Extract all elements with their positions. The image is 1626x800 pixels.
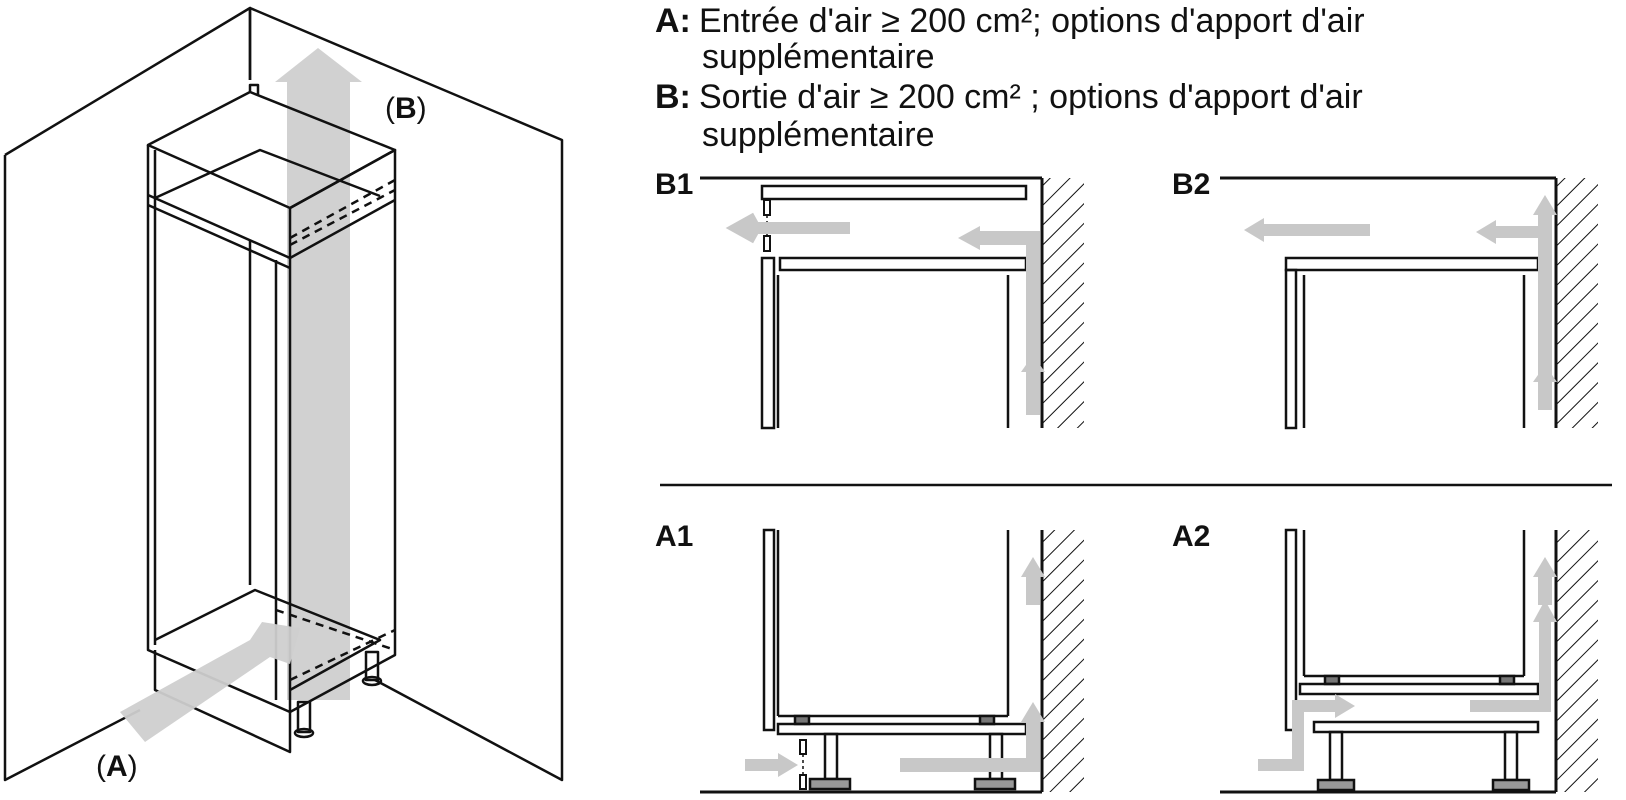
panel-a2-drawing	[1220, 528, 1598, 794]
panel-label-b2: B2	[1172, 168, 1211, 201]
callout-a-open: (	[96, 750, 106, 783]
base-board-a2	[1312, 720, 1540, 734]
side-panel-a2	[1284, 528, 1298, 732]
legend-a: A:Entrée d'air ≥ 200 cm²; options d'appo…	[655, 2, 1365, 40]
foot-front	[296, 700, 312, 734]
wall-hatch-a2	[1556, 530, 1598, 792]
cabinet-bottom	[154, 588, 382, 692]
wall-hatch-a1	[1042, 530, 1084, 792]
cabinet-top	[146, 90, 397, 210]
callout-a: (A)	[96, 750, 138, 784]
cabinet-shelf	[147, 193, 396, 260]
callout-b-letter: B	[395, 92, 417, 125]
panel-label-a1: A1	[655, 520, 694, 553]
cover-panel-b2	[1284, 256, 1540, 272]
airflow-b1-out	[725, 212, 850, 244]
legend-a-continuation: supplémentaire	[702, 38, 935, 76]
top-dashed	[289, 178, 396, 247]
panel-label-b1: B1	[655, 168, 694, 201]
side-panel-b2	[1284, 268, 1298, 430]
plinth-board-a1	[776, 722, 1028, 736]
bottom-dashed	[275, 608, 396, 682]
plinth	[153, 650, 292, 754]
right-wall	[249, 6, 564, 782]
legend-b: B:Sortie d'air ≥ 200 cm² ; options d'app…	[655, 78, 1363, 116]
legend-b-key: B:	[655, 78, 691, 116]
legend-b-continuation: supplémentaire	[702, 116, 935, 154]
legend-a-text: Entrée d'air ≥ 200 cm²; options d'apport…	[699, 2, 1365, 40]
inlet-airflow-arrow	[120, 622, 300, 742]
legend-a-key: A:	[655, 2, 691, 40]
callout-b-open: (	[385, 92, 395, 125]
cabinet-shelf-lower	[147, 203, 291, 270]
cover-panel-b1	[778, 256, 1028, 272]
legend-b-text: Sortie d'air ≥ 200 cm² ; options d'appor…	[699, 78, 1363, 116]
foot-front-base	[293, 727, 315, 739]
side-panel-a1	[762, 528, 776, 732]
top-panel-b1	[760, 184, 1028, 201]
cabinet-right-face	[289, 148, 397, 714]
panel-label-a2: A2	[1172, 520, 1211, 553]
isometric-cabinet-view	[3, 6, 564, 782]
panel-a1-drawing	[700, 528, 1084, 794]
panel-b2-drawing	[1220, 176, 1598, 430]
side-panel-b1	[760, 256, 776, 430]
foot-right	[364, 650, 380, 682]
callout-b-close: )	[416, 92, 427, 125]
cabinet-inner-back	[154, 148, 381, 200]
foot-right-base	[361, 675, 383, 687]
callout-b: (B)	[385, 92, 427, 126]
airflow-a2-in	[1258, 700, 1335, 771]
plinth-board-a2	[1298, 682, 1540, 696]
wall-hatch-b1	[1042, 178, 1084, 428]
callout-a-close: )	[127, 750, 138, 783]
wall-hatch-b2	[1556, 178, 1598, 428]
cabinet-top-inner	[248, 83, 260, 96]
panel-b1-drawing	[700, 176, 1084, 430]
callout-a-letter: A	[106, 750, 128, 783]
